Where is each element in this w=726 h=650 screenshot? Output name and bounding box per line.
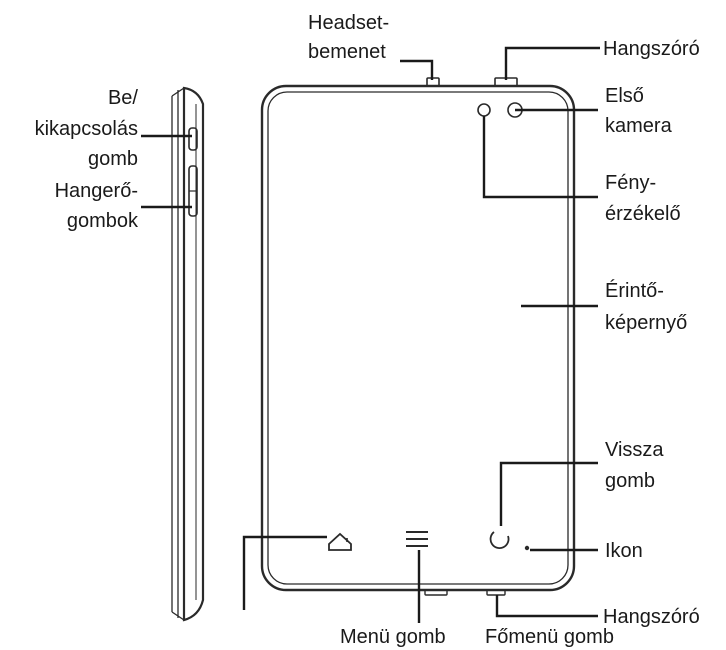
volume-buttons-label: Hangerő- <box>55 180 138 202</box>
front-camera-label-line2: kamera <box>605 115 673 137</box>
phone-side-view <box>171 86 205 622</box>
back-icon <box>489 531 510 549</box>
touchscreen-label-line2: képernyő <box>605 312 687 334</box>
light-sensor-label: Fény- <box>605 172 656 194</box>
indicator-icon <box>524 545 530 551</box>
headset-jack-label: Headset- <box>308 12 389 34</box>
home-button-label: Főmenü gomb <box>485 626 614 648</box>
leader-lines <box>141 46 600 623</box>
labels: Headset- bemenet Hangszóró Be/ kikapcsol… <box>35 12 700 648</box>
volume-buttons-label-line2: gombok <box>67 210 139 232</box>
power-button-label: Be/ <box>108 87 138 109</box>
front-camera-label: Első <box>605 85 644 107</box>
power-button <box>188 127 198 151</box>
menu-icon <box>406 531 428 547</box>
power-button-label-line2: kikapcsolás <box>35 118 138 140</box>
indicator-icon-label: Ikon <box>605 540 643 562</box>
home-icon <box>328 532 352 551</box>
touchscreen-label: Érintő- <box>605 279 664 302</box>
back-button-label-line2: gomb <box>605 470 655 492</box>
top-speaker-label: Hangszóró <box>603 38 700 60</box>
bottom-speaker-label: Hangszóró <box>603 606 700 628</box>
menu-button-label: Menü gomb <box>340 626 446 648</box>
light-sensor <box>477 103 491 117</box>
light-sensor-label-line2: érzékelő <box>605 203 681 225</box>
bottom-slot <box>424 589 448 596</box>
phone-front-view <box>260 77 576 596</box>
power-button-label-line3: gomb <box>88 148 138 170</box>
headset-jack-label-line2: bemenet <box>308 41 386 63</box>
back-button-label: Vissza <box>605 439 664 461</box>
